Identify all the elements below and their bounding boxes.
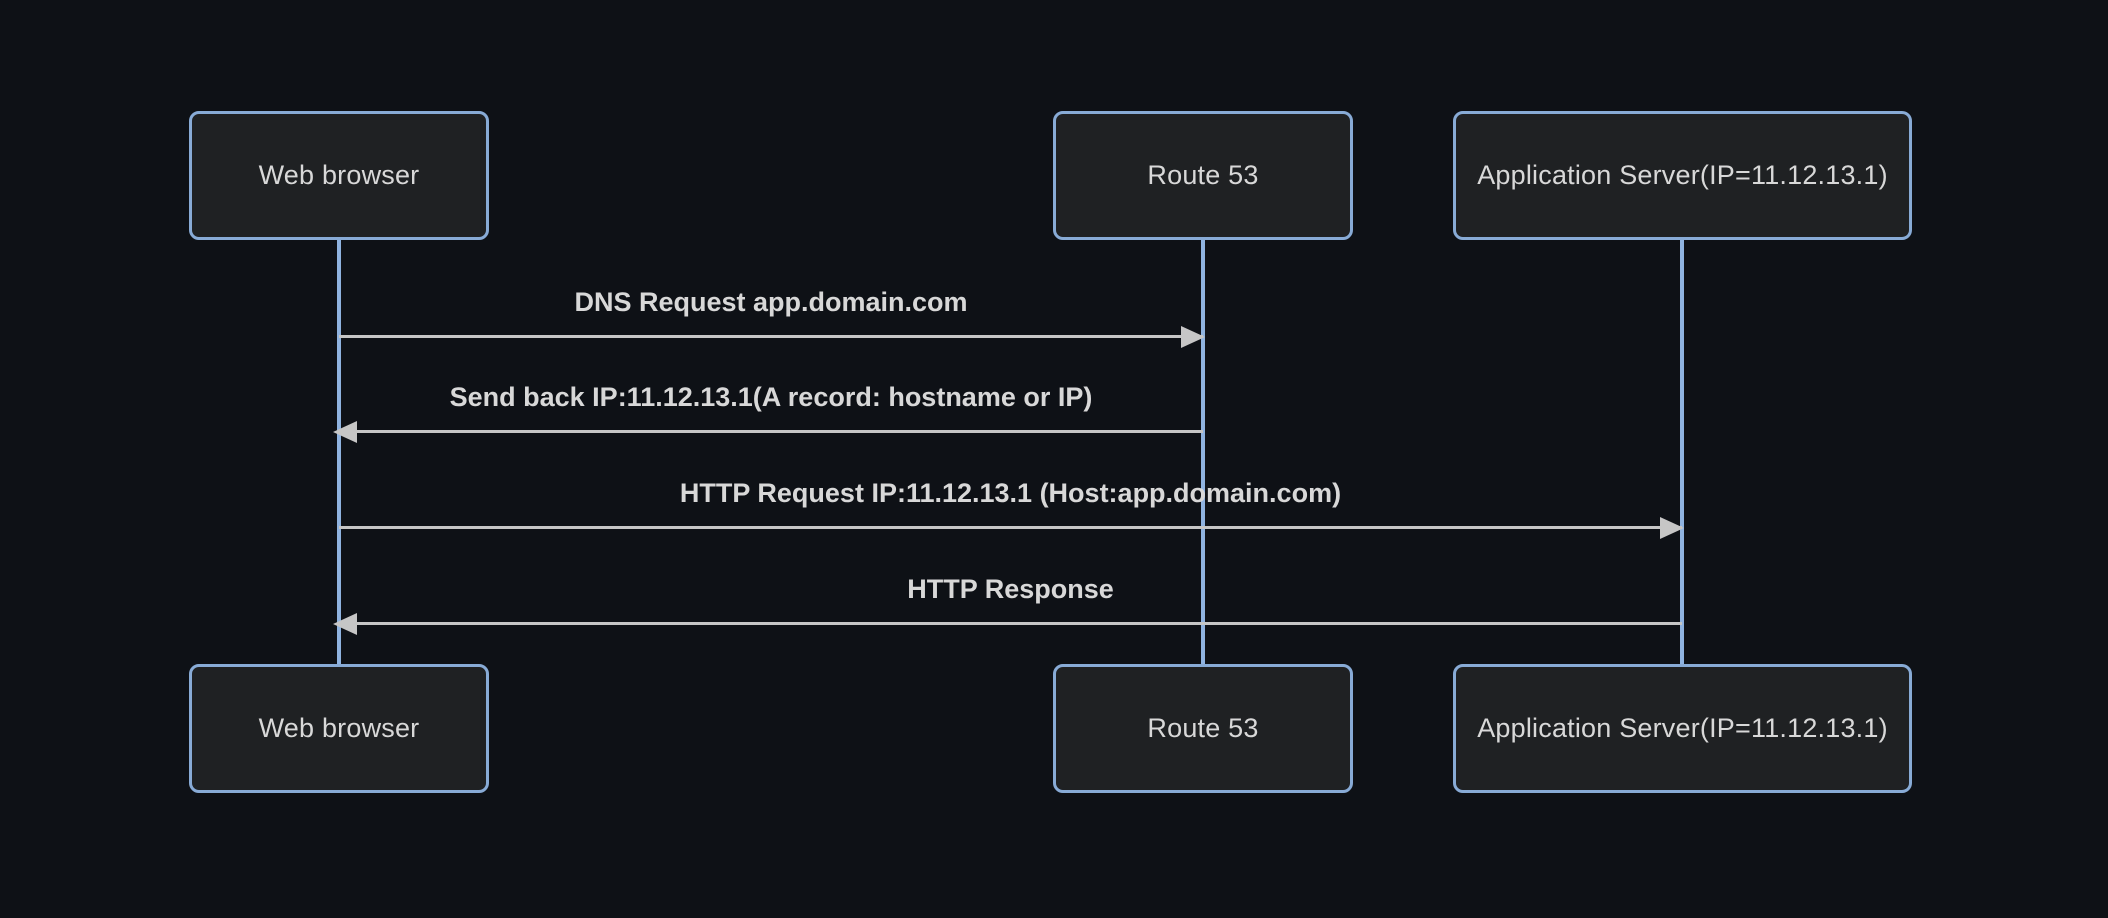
lifeline-route-53 bbox=[1201, 240, 1205, 664]
message-dns-request: DNS Request app.domain.com bbox=[339, 278, 1205, 348]
arrowhead-right-icon bbox=[1181, 325, 1205, 348]
message-arrow-line bbox=[333, 420, 1203, 443]
arrowhead-right-icon bbox=[1660, 516, 1684, 539]
actor-label: Route 53 bbox=[1147, 713, 1259, 743]
actor-bottom-application-server: Application Server(IP=11.12.13.1) bbox=[1453, 664, 1912, 793]
actor-label: Application Server(IP=11.12.13.1) bbox=[1477, 713, 1888, 743]
message-http-response: HTTP Response bbox=[333, 565, 1682, 635]
actor-label: Web browser bbox=[258, 160, 420, 190]
actor-label: Application Server(IP=11.12.13.1) bbox=[1477, 160, 1888, 190]
lifeline-application-server bbox=[1680, 240, 1684, 664]
actor-bottom-route-53: Route 53 bbox=[1053, 664, 1353, 793]
message-arrow-line bbox=[339, 516, 1684, 539]
message-label: Send back IP:11.12.13.1(A record: hostna… bbox=[449, 382, 1093, 412]
actor-label: Web browser bbox=[258, 713, 420, 743]
message-label: HTTP Response bbox=[907, 574, 1114, 604]
message-http-request: HTTP Request IP:11.12.13.1 (Host:app.dom… bbox=[339, 469, 1684, 539]
actor-top-web-browser: Web browser bbox=[189, 111, 489, 240]
message-label: HTTP Request IP:11.12.13.1 (Host:app.dom… bbox=[679, 478, 1342, 508]
message-dns-response: Send back IP:11.12.13.1(A record: hostna… bbox=[333, 373, 1203, 443]
actor-label: Route 53 bbox=[1147, 160, 1259, 190]
lifeline-web-browser bbox=[337, 240, 341, 664]
actor-top-route-53: Route 53 bbox=[1053, 111, 1353, 240]
message-arrow-line bbox=[339, 325, 1205, 348]
arrowhead-left-icon bbox=[333, 612, 357, 635]
message-label: DNS Request app.domain.com bbox=[574, 287, 968, 317]
arrowhead-left-icon bbox=[333, 420, 357, 443]
message-arrow-line bbox=[333, 612, 1682, 635]
actor-bottom-web-browser: Web browser bbox=[189, 664, 489, 793]
actor-top-application-server: Application Server(IP=11.12.13.1) bbox=[1453, 111, 1912, 240]
